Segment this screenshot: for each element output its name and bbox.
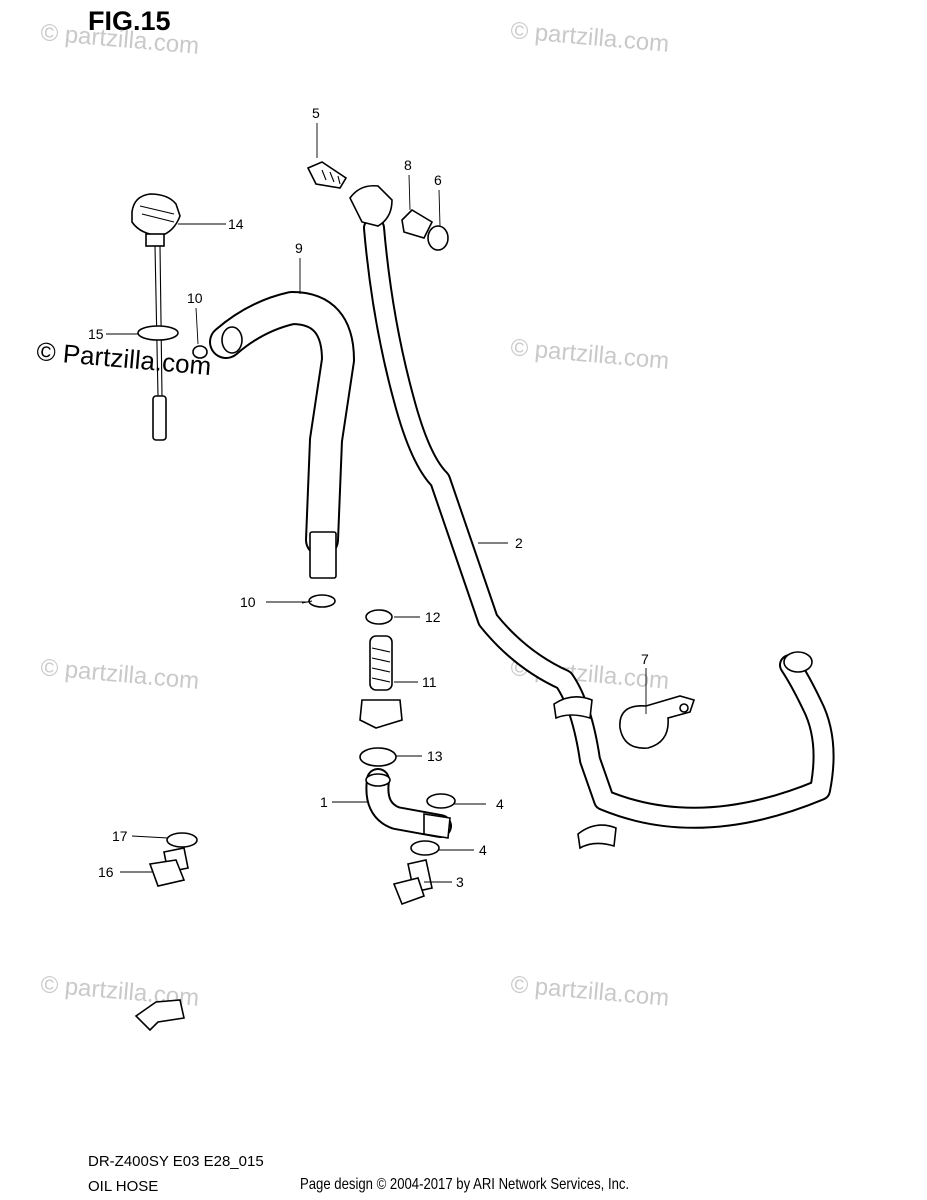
diagram-code: DR-Z400SY E03 E28_015	[88, 1153, 264, 1170]
part-14-filler-cap	[131, 193, 181, 441]
part-2-oil-hose	[349, 184, 835, 850]
callout-9: 9	[295, 240, 303, 256]
part-3-union-bolt	[392, 859, 433, 906]
part-11-fitting	[359, 635, 403, 729]
callout-1: 1	[320, 794, 328, 810]
part-4-washer-lower	[410, 840, 440, 856]
callout-3: 3	[456, 874, 464, 890]
callout-17: 17	[112, 828, 128, 844]
callout-13: 13	[427, 748, 443, 764]
fwd-arrow-badge: FWD	[134, 999, 185, 1032]
callout-15: 15	[88, 326, 104, 342]
part-12-washer	[365, 609, 393, 625]
watermark-faint: © partzilla.com	[509, 334, 670, 375]
part-16-drain-bolt	[148, 847, 189, 887]
fwd-label: FWD	[154, 1009, 175, 1019]
page-credit: Page design © 2004-2017 by ARI Network S…	[300, 1176, 630, 1193]
part-17-washer	[166, 832, 198, 848]
callout-11: 11	[422, 674, 437, 690]
callout-4-lower: 4	[479, 842, 487, 858]
callout-12: 12	[425, 609, 441, 625]
part-7-hose-clamp-bracket	[619, 695, 696, 749]
part-9-breather-hose	[209, 291, 355, 579]
part-13-clamp	[359, 747, 397, 767]
part-8-collar	[401, 208, 434, 239]
part-4-washer-upper	[426, 793, 456, 809]
callout-14: 14	[228, 216, 244, 232]
callout-10-lower: 10	[240, 594, 256, 610]
part-10-clip-upper	[192, 345, 208, 359]
diagram-name: OIL HOSE	[88, 1178, 159, 1195]
callout-4-upper: 4	[496, 796, 504, 812]
callout-8: 8	[404, 157, 412, 173]
part-6-washer	[427, 225, 449, 251]
figure-title: FIG.15	[88, 6, 171, 36]
callout-2: 2	[515, 535, 523, 551]
part-15-o-ring	[137, 325, 179, 341]
part-1-elbow-hose	[365, 768, 452, 839]
callout-5: 5	[312, 105, 320, 121]
watermark-faint: © partzilla.com	[509, 17, 670, 58]
faint-watermarks: © partzilla.com © partzilla.com © partzi…	[39, 17, 670, 1012]
watermark-faint: © partzilla.com	[39, 19, 200, 60]
watermark-faint: © partzilla.com	[509, 971, 670, 1012]
part-10-clip-lower	[301, 594, 336, 608]
callout-7: 7	[641, 651, 649, 667]
callout-10-upper: 10	[187, 290, 203, 306]
callout-16: 16	[98, 864, 114, 880]
leader-lines	[106, 123, 647, 883]
watermark-faint: © partzilla.com	[39, 654, 200, 695]
part-5-union-bolt	[306, 161, 348, 189]
callout-6: 6	[434, 172, 442, 188]
callout-numbers: 1 2 3 4 4 5 6 7 8 9 10 10 11 12 13 14 15…	[88, 105, 649, 890]
